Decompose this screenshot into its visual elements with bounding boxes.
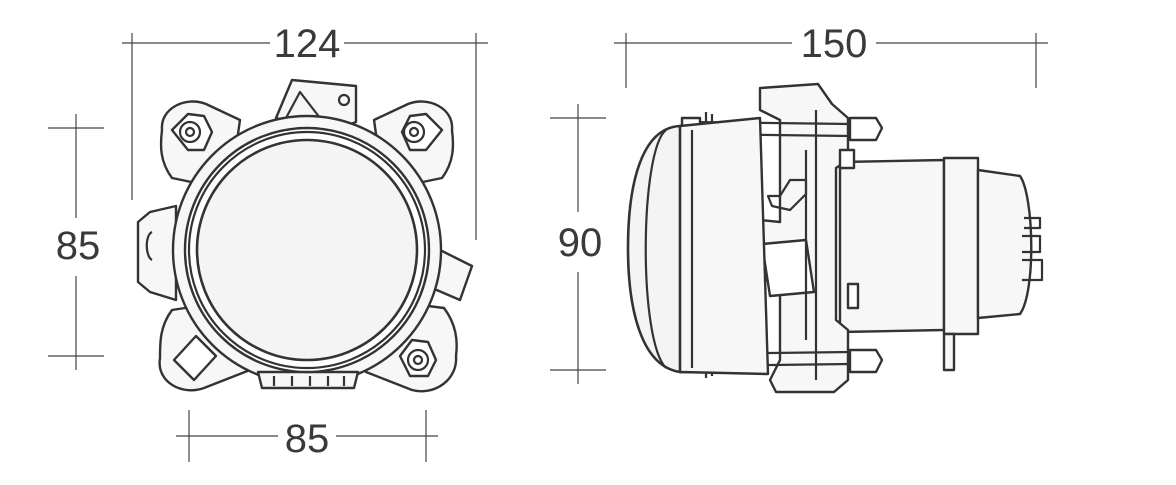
dim-label-124: 124	[274, 22, 341, 66]
side-lamp-body	[626, 82, 1044, 394]
front-view: 124 85 85	[48, 22, 488, 462]
dim-label-85-height: 85	[56, 224, 101, 268]
dimension-side-depth: 150	[614, 22, 1048, 88]
dimension-front-bottom-width: 85	[176, 410, 438, 462]
adjuster-screw-top-left	[170, 112, 214, 152]
dim-label-90: 90	[558, 221, 603, 265]
dim-label-150: 150	[801, 22, 868, 66]
adjuster-screw-bottom-right	[398, 338, 438, 378]
front-lens	[195, 138, 419, 362]
adjuster-screw-top-right	[400, 112, 444, 152]
dimension-front-width: 124	[122, 22, 488, 240]
side-view: 150 90	[550, 22, 1048, 394]
bottom-left-pad	[172, 334, 218, 382]
dimension-side-height: 90	[550, 104, 606, 384]
dimension-front-height: 85	[48, 114, 104, 370]
side-lens	[626, 124, 682, 374]
dim-label-85-width: 85	[285, 417, 330, 461]
front-housing	[136, 78, 474, 393]
